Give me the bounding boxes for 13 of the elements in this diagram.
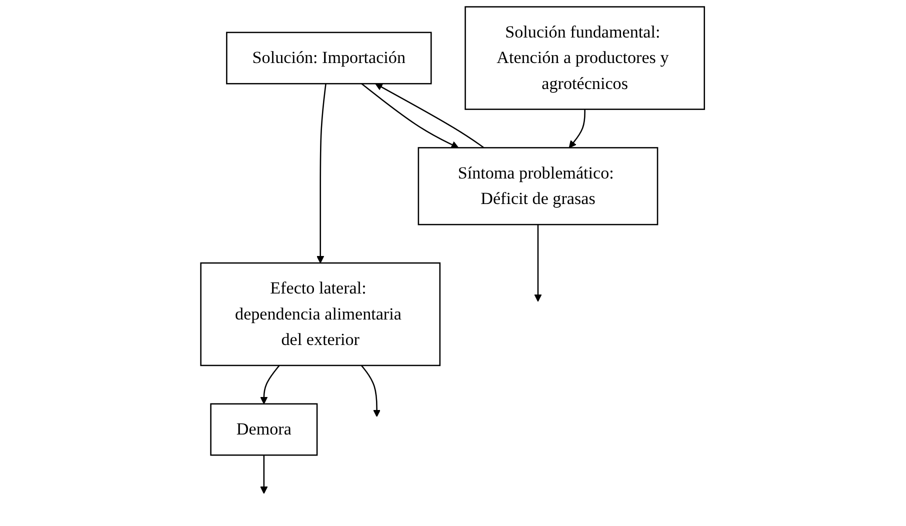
- node-box: Síntoma problemático: Déficit de grasas: [418, 147, 659, 226]
- arrow: [317, 84, 327, 264]
- node-box: Efecto lateral: dependencia alimentaria del exterior: [200, 262, 441, 366]
- arrow: [569, 109, 586, 148]
- arrow: [362, 83, 460, 148]
- arrow: [376, 83, 485, 148]
- node-box: Demora: [210, 403, 318, 456]
- node-box: Solución: Importación: [226, 32, 432, 84]
- arrow: [361, 365, 381, 418]
- node-box: Solución fundamental: Atención a productores y agrotécnicos: [465, 6, 706, 110]
- arrow: [260, 365, 280, 404]
- arrow: [534, 224, 542, 302]
- arrow: [260, 455, 268, 494]
